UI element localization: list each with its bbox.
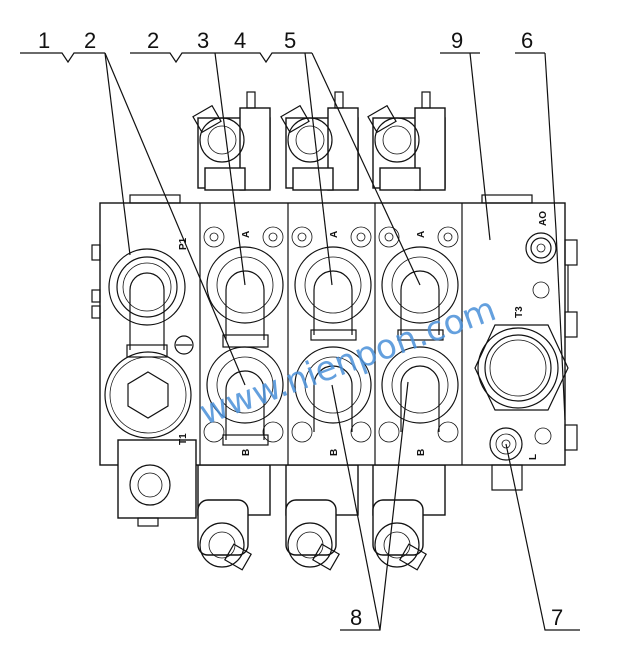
port-label-t1: T1 — [178, 433, 189, 445]
port-label-a2: A — [329, 231, 340, 238]
inlet-section — [104, 248, 197, 527]
port-label-b2: B — [329, 449, 340, 456]
callout-9: 9 — [451, 28, 463, 53]
work-section-ports — [203, 226, 459, 446]
upper-solenoids — [192, 91, 446, 191]
port-label-t3: T3 — [514, 306, 525, 318]
port-label-a3: A — [416, 231, 427, 238]
callout-2b: 2 — [147, 28, 159, 53]
port-label-ao: AO — [538, 211, 549, 226]
callout-2a: 2 — [84, 28, 96, 53]
callout-5: 5 — [284, 28, 296, 53]
end-section — [474, 232, 569, 491]
callout-1: 1 — [38, 28, 50, 53]
callout-4: 4 — [234, 28, 246, 53]
callout-3: 3 — [197, 28, 209, 53]
port-label-b3: B — [416, 449, 427, 456]
port-label-a1: A — [241, 231, 252, 238]
port-label-b1: B — [241, 449, 252, 456]
callout-8: 8 — [350, 605, 362, 630]
port-label-l: L — [528, 454, 539, 460]
port-label-p1: P1 — [178, 237, 189, 250]
callout-6: 6 — [521, 28, 533, 53]
leader-lines — [20, 52, 580, 631]
callouts: 1 2 2 3 4 5 9 6 8 7 — [38, 28, 563, 630]
callout-7: 7 — [551, 605, 563, 630]
port-labels: P1 T1 A A A B B B AO T3 L — [178, 211, 549, 460]
lower-solenoids — [197, 464, 446, 571]
